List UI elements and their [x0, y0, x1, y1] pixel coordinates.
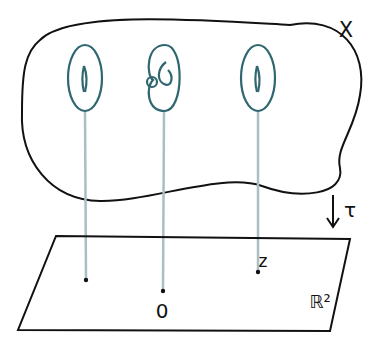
space-outline: [22, 19, 361, 201]
fibre-lines: [85, 111, 258, 290]
fibre-line: [163, 112, 164, 290]
space-name: X: [339, 20, 353, 41]
projection-arrow: [327, 195, 339, 227]
vanishing-cycle: [147, 77, 157, 87]
base-points: [84, 270, 260, 293]
base-point: [256, 270, 260, 274]
fibre-line: [85, 111, 86, 279]
plane-name: ℝ²: [309, 293, 330, 311]
fibre-line: [257, 111, 260, 271]
torus-hole: [84, 66, 86, 92]
base-point: [161, 289, 165, 293]
origin-label: 0: [156, 301, 169, 321]
torus-hole: [83, 66, 85, 92]
torus: [241, 45, 275, 111]
base-point: [84, 278, 88, 282]
torus-hole: [256, 66, 258, 92]
base-plane: [18, 236, 350, 331]
point-label: z: [259, 253, 268, 270]
torus: [68, 45, 102, 111]
tori: [68, 45, 275, 111]
map-name: τ: [344, 200, 356, 220]
torus-hole: [257, 66, 259, 92]
pinched-hole: [159, 62, 172, 85]
